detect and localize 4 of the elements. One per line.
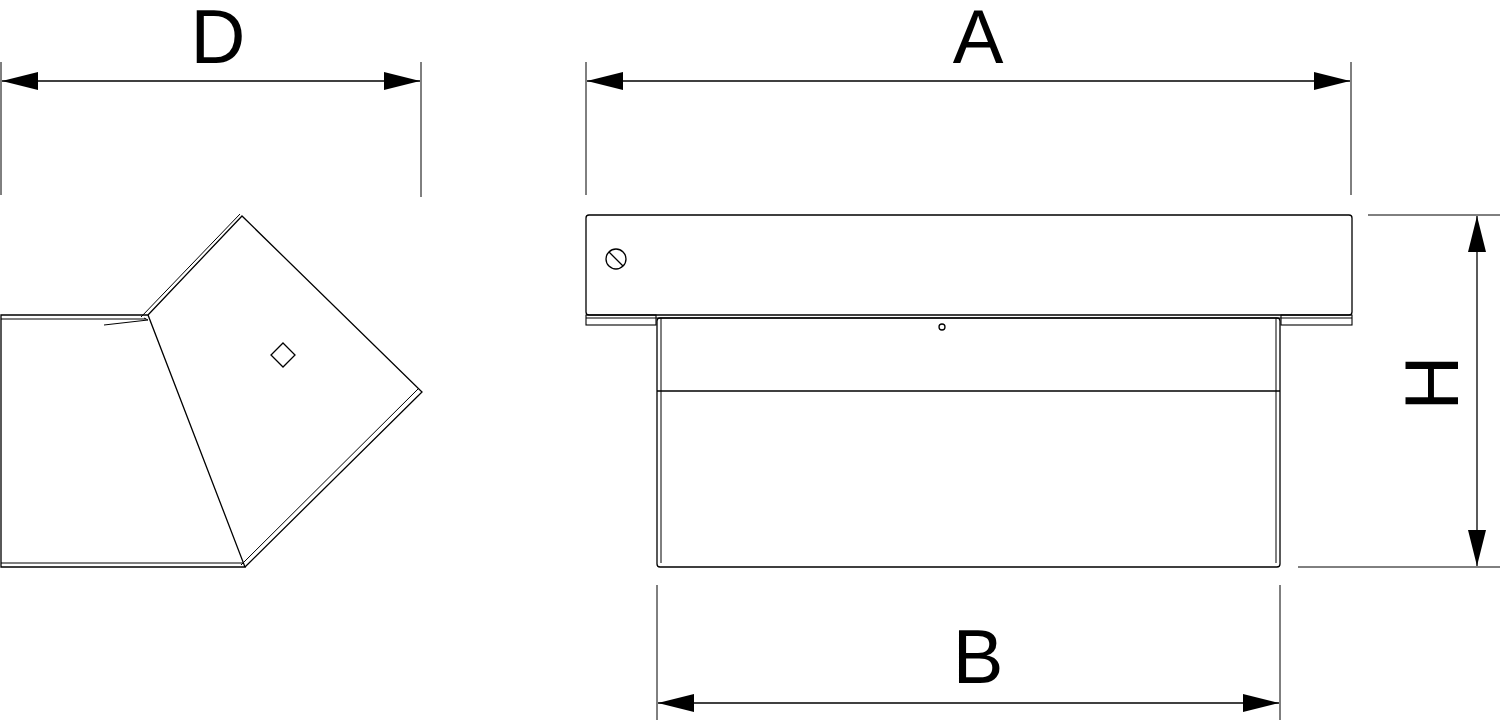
dimension-label: D <box>190 0 246 75</box>
dimension-label: B <box>952 619 1004 695</box>
dimension-label: H <box>1394 355 1470 411</box>
dimension-label: A <box>952 0 1004 75</box>
